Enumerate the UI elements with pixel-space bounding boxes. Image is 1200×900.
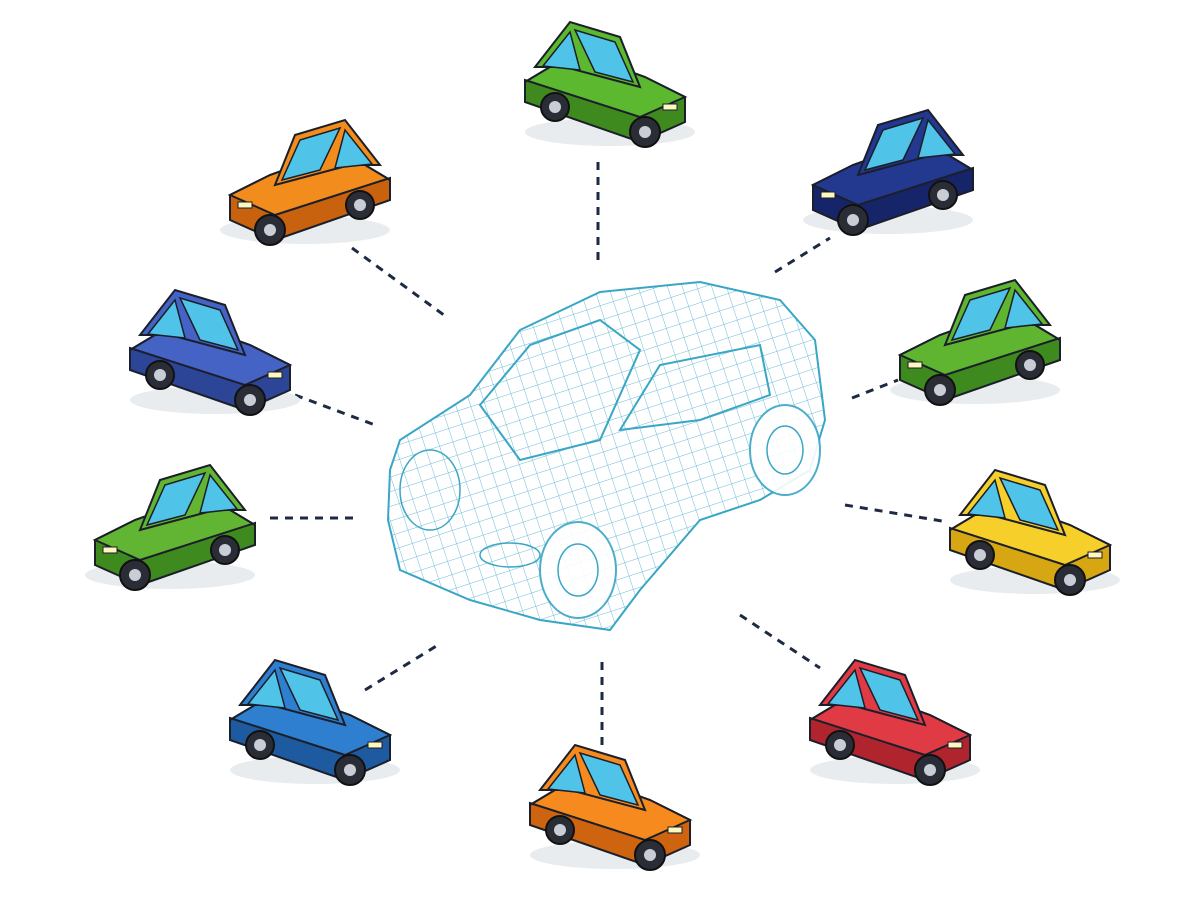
wireframe-headlight xyxy=(479,542,541,568)
car-orange-sports xyxy=(220,118,391,246)
car-blue-left xyxy=(129,288,300,416)
dashed-connector xyxy=(294,393,376,427)
wireframe-car xyxy=(386,280,827,632)
car-green-top xyxy=(524,20,695,148)
car-orange-bottom xyxy=(529,743,700,871)
connector-lines xyxy=(270,162,949,745)
wireframe-side-window xyxy=(618,343,772,432)
car-navy xyxy=(803,108,974,236)
wireframe-windshield xyxy=(478,318,642,462)
car-yellow xyxy=(949,468,1120,596)
car-blue-bottom-left xyxy=(229,658,400,786)
dashed-connector xyxy=(351,246,449,320)
dashed-connector xyxy=(844,503,949,524)
car-red xyxy=(809,658,980,786)
wireframe-left-wheel xyxy=(399,449,461,531)
wireframe-front-wheel xyxy=(539,521,617,619)
dashed-connector xyxy=(739,613,821,670)
cars-ring xyxy=(85,20,1120,871)
dashed-connector xyxy=(364,643,439,692)
car-green-right xyxy=(890,278,1061,406)
dashed-connector xyxy=(774,236,831,274)
wireframe-rear-wheel xyxy=(749,404,821,496)
car-green-left xyxy=(85,463,256,591)
